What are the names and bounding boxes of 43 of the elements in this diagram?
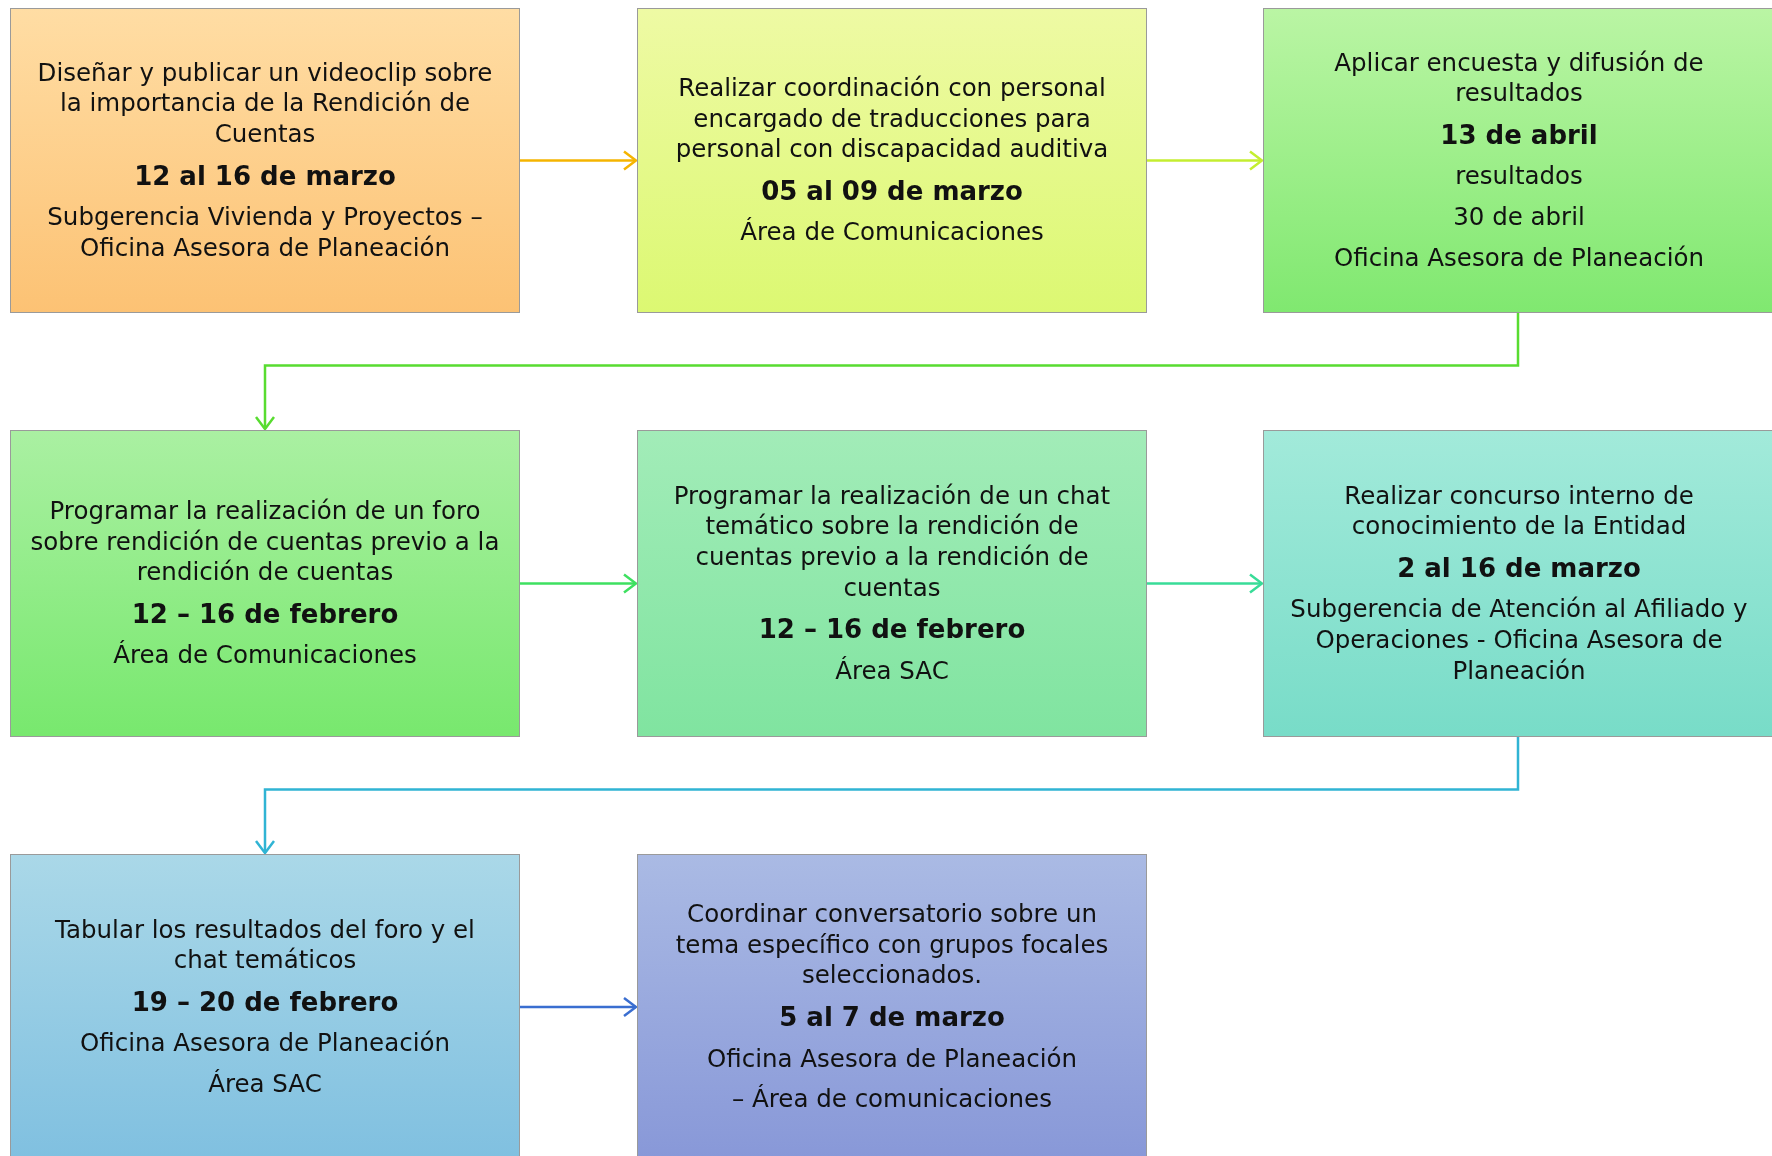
date-text: 05 al 09 de marzo — [761, 174, 1023, 208]
date-text: 13 de abril — [1440, 118, 1598, 152]
task-text: Programar la realización de un foro sobre rendición de cuentas previo a la rendición de cuentas — [29, 496, 501, 588]
date-text: 12 – 16 de febrero — [131, 597, 399, 631]
task-text: Coordinar conversatorio sobre un tema específico con grupos focales seleccionados. — [674, 899, 1110, 992]
arrow — [520, 150, 638, 171]
date-text: 19 – 20 de febrero — [131, 985, 399, 1019]
arrow — [1147, 150, 1264, 171]
task-text: Área SAC — [835, 655, 949, 687]
task-text: Realizar concurso interno de conocimiento de la Entidad — [1343, 480, 1695, 542]
task-text: Programar la realización de un chat temático sobre la rendición de cuentas previo a la rendición de cuentas — [672, 480, 1112, 604]
task-text: Área de Comunicaciones — [113, 640, 417, 671]
process-box — [10, 430, 520, 737]
task-text: Oficina Asesora de Planeación — [1334, 242, 1704, 274]
date-text: 2 al 16 de marzo — [1397, 551, 1641, 585]
task-text: Subgerencia de Atención al Afiliado y Operaciones - Oficina Asesora de Planeación — [1289, 594, 1749, 687]
arrow — [254, 737, 1520, 855]
process-box — [1263, 8, 1772, 313]
task-text: 30 de abril — [1453, 202, 1585, 233]
task-text: Oficina Asesora de Planeación — [80, 1028, 450, 1059]
arrow — [520, 573, 638, 594]
task-text: – Área de comunicaciones — [732, 1084, 1052, 1115]
process-box — [10, 854, 520, 1156]
process-box — [1263, 430, 1772, 737]
arrow — [254, 313, 1520, 431]
date-text: 12 – 16 de febrero — [758, 613, 1026, 646]
arrow — [1147, 573, 1264, 594]
task-text: Realizar coordinación con personal encargado de traducciones para personal con discapacidad auditiva — [674, 73, 1110, 165]
task-text: Tabular los resultados del foro y el chat temáticos — [54, 914, 476, 976]
process-box — [637, 854, 1147, 1156]
process-box — [637, 430, 1147, 737]
task-text: resultados — [1455, 161, 1583, 193]
date-text: 12 al 16 de marzo — [134, 159, 396, 193]
arrow — [520, 996, 638, 1018]
task-text: Oficina Asesora de Planeación — [707, 1043, 1077, 1075]
task-text: Subgerencia Vivienda y Proyectos – Oficina Asesora de Planeación — [46, 202, 484, 264]
task-text: Diseñar y publicar un videoclip sobre la importancia de la Rendición de Cuentas — [36, 57, 494, 150]
process-box — [637, 8, 1147, 313]
task-text: Área de Comunicaciones — [740, 217, 1044, 248]
date-text: 5 al 7 de marzo — [779, 1001, 1005, 1034]
process-box — [10, 8, 520, 313]
task-text: Aplicar encuesta y difusión de resultados — [1333, 47, 1705, 109]
task-text: Área SAC — [208, 1068, 322, 1100]
